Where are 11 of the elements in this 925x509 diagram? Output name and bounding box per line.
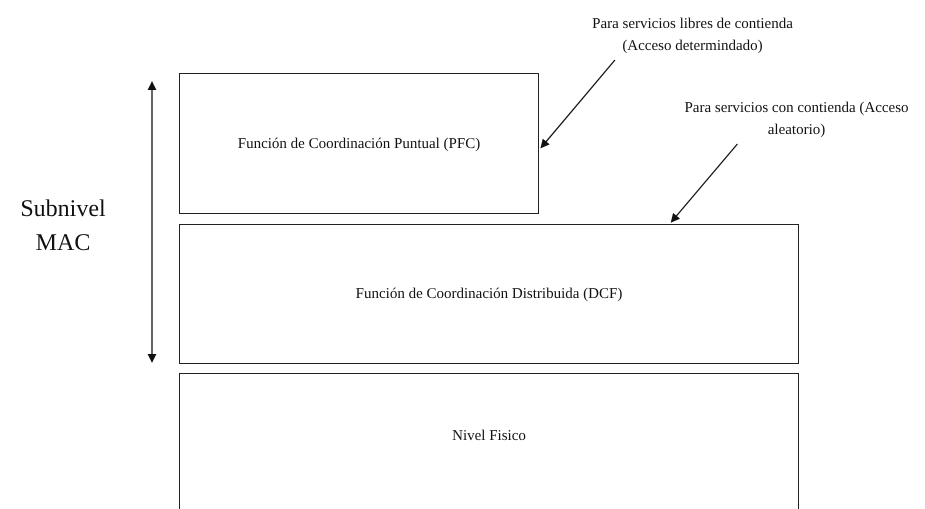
annotation-text: Para servicios libres de contienda (Acceso determindado) (575, 10, 810, 60)
layer-box (179, 224, 799, 364)
layer-group-label: Subnivel MAC (19, 195, 107, 258)
layer-label: Nivel Fisico (452, 426, 526, 446)
annotation-text: Para servicios con contienda (Acceso aleatorio) (668, 94, 925, 144)
layer-label: Función de Coordinación Distribuida (DCF) (356, 285, 622, 304)
layer-box (179, 73, 539, 214)
layer-label: Función de Coordinación Puntual (PFC) (238, 134, 480, 154)
arrow (540, 60, 616, 148)
layer-box (179, 373, 799, 509)
arrow (670, 144, 738, 223)
